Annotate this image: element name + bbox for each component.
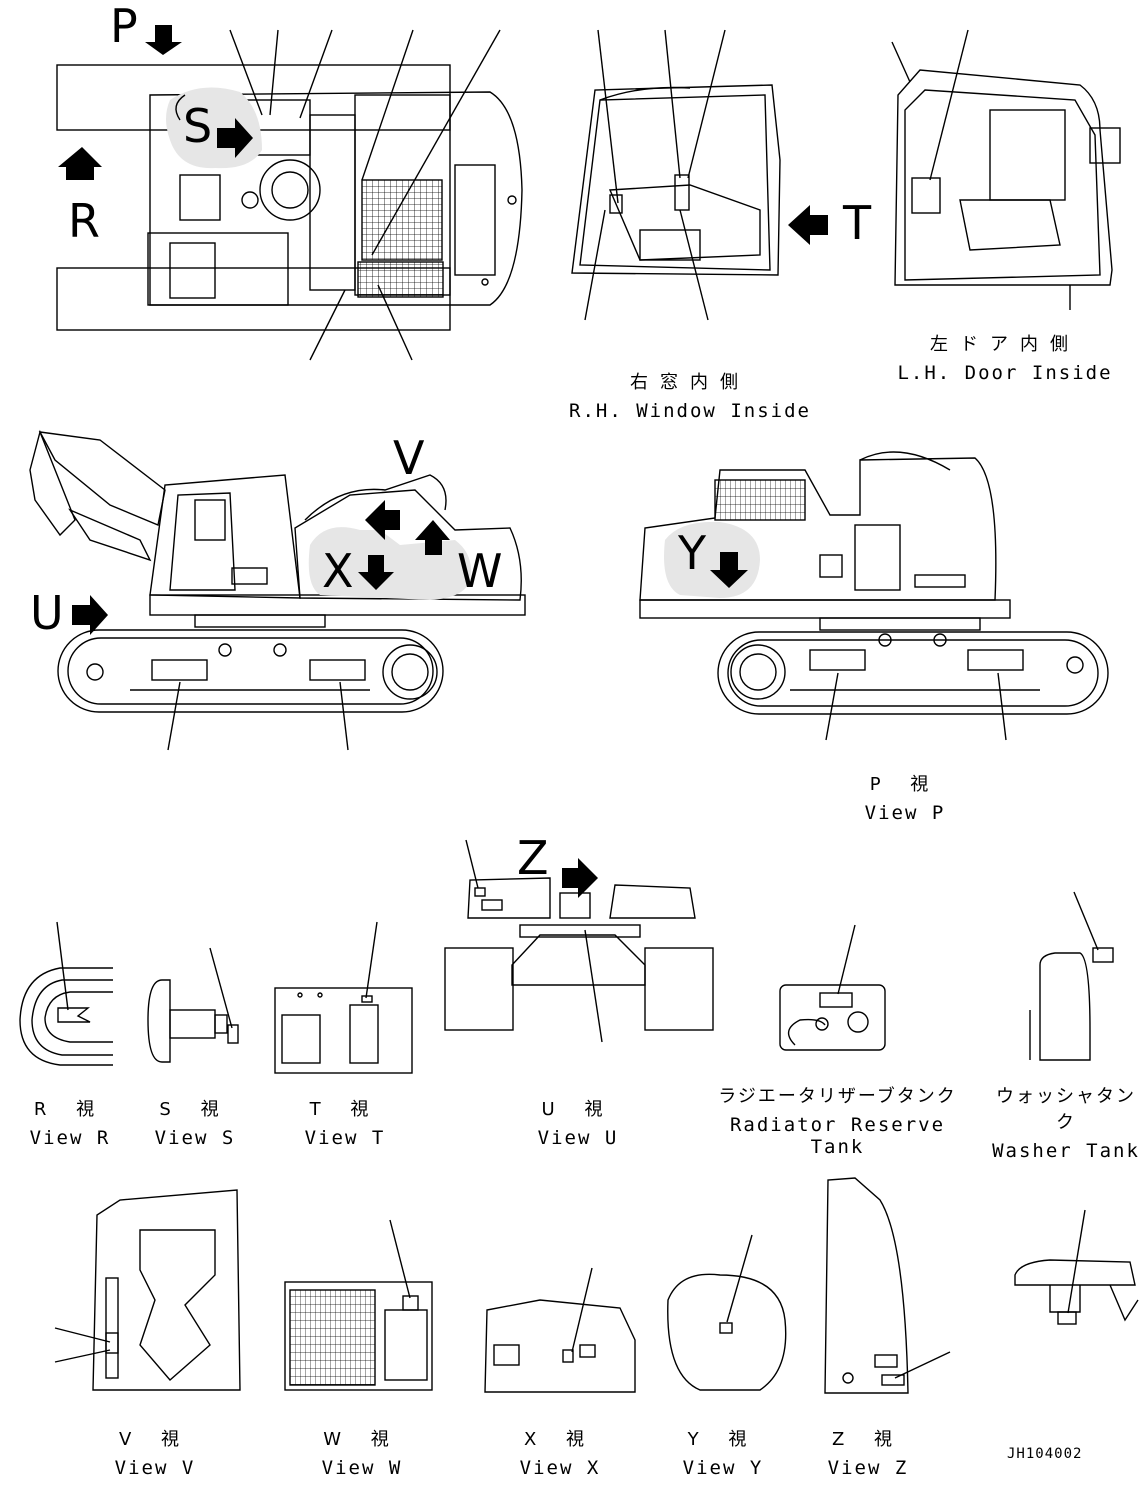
- arrow-w: [415, 520, 450, 555]
- caption-view-p: P 視 View P: [830, 770, 980, 824]
- view-letter-u: U: [30, 586, 64, 640]
- caption-view-z-en: View Z: [827, 1457, 909, 1479]
- caption-view-x-jp: X 視: [523, 1429, 597, 1450]
- top-view-machine: [56, 64, 523, 331]
- caption-view-y: Y 視 View Y: [663, 1425, 783, 1479]
- view-letter-r: R: [68, 194, 100, 248]
- view-z-drawing: [824, 1177, 909, 1394]
- view-letter-p: P: [110, 0, 138, 53]
- right-side-view-machine: [639, 451, 1011, 631]
- view-r-drawing: [19, 967, 113, 1066]
- arrow-p: [145, 25, 182, 55]
- view-u-drawing: [444, 877, 714, 1031]
- caption-view-w: W 視 View W: [302, 1425, 422, 1479]
- caption-radiator-tank: ラジエータリザーブタンク Radiator Reserve Tank: [700, 1082, 975, 1158]
- caption-lh-door: 左ドア内側 L.H. Door Inside: [890, 330, 1120, 384]
- arrow-z: [562, 858, 598, 898]
- caption-view-z: Z 視 View Z: [808, 1425, 928, 1479]
- arrow-t: [788, 205, 828, 245]
- washer-tank-drawing: [1029, 947, 1114, 1061]
- arrow-r: [58, 147, 102, 180]
- caption-washer-tank-jp: ウォッシャタンク: [996, 1086, 1136, 1133]
- radiator-tank-drawing: [779, 984, 886, 1051]
- caption-lh-door-jp: 左ドア内側: [930, 334, 1080, 355]
- caption-view-t-en: View T: [304, 1127, 386, 1149]
- caption-view-u-jp: U 視: [541, 1099, 615, 1120]
- view-letter-y: Y: [678, 526, 707, 580]
- caption-view-y-jp: Y 視: [687, 1429, 759, 1450]
- caption-view-v-jp: V 視: [118, 1429, 192, 1450]
- view-letter-s: S: [183, 99, 213, 153]
- caption-view-z-jp: Z 視: [831, 1429, 905, 1450]
- view-x-drawing: [484, 1299, 636, 1393]
- view-letter-z: Z: [517, 831, 549, 885]
- arrow-s: [217, 118, 253, 158]
- left-track: [57, 629, 444, 713]
- view-t-drawing: [274, 987, 413, 1074]
- caption-view-w-jp: W 視: [323, 1429, 401, 1450]
- caption-view-y-en: View Y: [682, 1457, 764, 1479]
- lh-door-inside: [894, 69, 1121, 310]
- caption-rh-window: 右窓内側 R.H. Window Inside: [560, 368, 820, 422]
- view-letter-x: X: [322, 544, 354, 598]
- view-letter-w: W: [457, 544, 503, 598]
- caption-view-w-en: View W: [321, 1457, 403, 1479]
- view-s-drawing: [147, 979, 239, 1063]
- view-letter-t: T: [843, 196, 872, 250]
- caption-view-p-en: View P: [864, 802, 946, 824]
- caption-rh-window-jp: 右窓内側: [630, 372, 750, 393]
- arrow-x: [358, 555, 394, 590]
- right-track: [717, 631, 1109, 715]
- rh-window-inside: [571, 84, 781, 276]
- caption-view-u: U 視 View U: [518, 1095, 638, 1149]
- arrow-x-small: [365, 500, 400, 540]
- caption-view-t: T 視 View T: [285, 1095, 405, 1149]
- caption-view-t-jp: T 視: [309, 1099, 381, 1120]
- left-side-view-machine: [29, 429, 526, 628]
- caption-washer-tank: ウォッシャタンク Washer Tank: [990, 1082, 1142, 1162]
- caption-view-x-en: View X: [519, 1457, 601, 1479]
- caption-view-s: S 視 View S: [135, 1095, 255, 1149]
- drawing-number: JH104002: [1007, 1446, 1083, 1462]
- caption-view-r-en: View R: [29, 1127, 111, 1149]
- view-w-drawing: [284, 1281, 433, 1391]
- caption-view-p-jp: P 視: [869, 774, 941, 795]
- caption-view-u-en: View U: [537, 1127, 619, 1149]
- caption-view-s-en: View S: [154, 1127, 236, 1149]
- caption-washer-tank-en: Washer Tank: [992, 1140, 1140, 1162]
- caption-view-r: R 視 View R: [10, 1095, 130, 1149]
- small-unit-drawing: [1014, 1259, 1139, 1325]
- arrow-y: [710, 552, 748, 588]
- arrow-u: [72, 595, 108, 635]
- caption-view-v: V 視 View V: [95, 1425, 215, 1479]
- caption-radiator-tank-jp: ラジエータリザーブタンク: [718, 1086, 957, 1107]
- view-letter-v: V: [393, 431, 425, 485]
- caption-rh-window-en: R.H. Window Inside: [569, 400, 811, 422]
- caption-view-v-en: View V: [114, 1457, 196, 1479]
- caption-view-r-jp: R 視: [33, 1099, 107, 1120]
- caption-view-x: X 視 View X: [500, 1425, 620, 1479]
- caption-lh-door-en: L.H. Door Inside: [897, 362, 1113, 384]
- caption-radiator-tank-en: Radiator Reserve Tank: [729, 1114, 946, 1158]
- view-v-drawing: [92, 1189, 241, 1391]
- view-y-drawing: [667, 1273, 787, 1391]
- caption-view-s-jp: S 視: [159, 1099, 231, 1120]
